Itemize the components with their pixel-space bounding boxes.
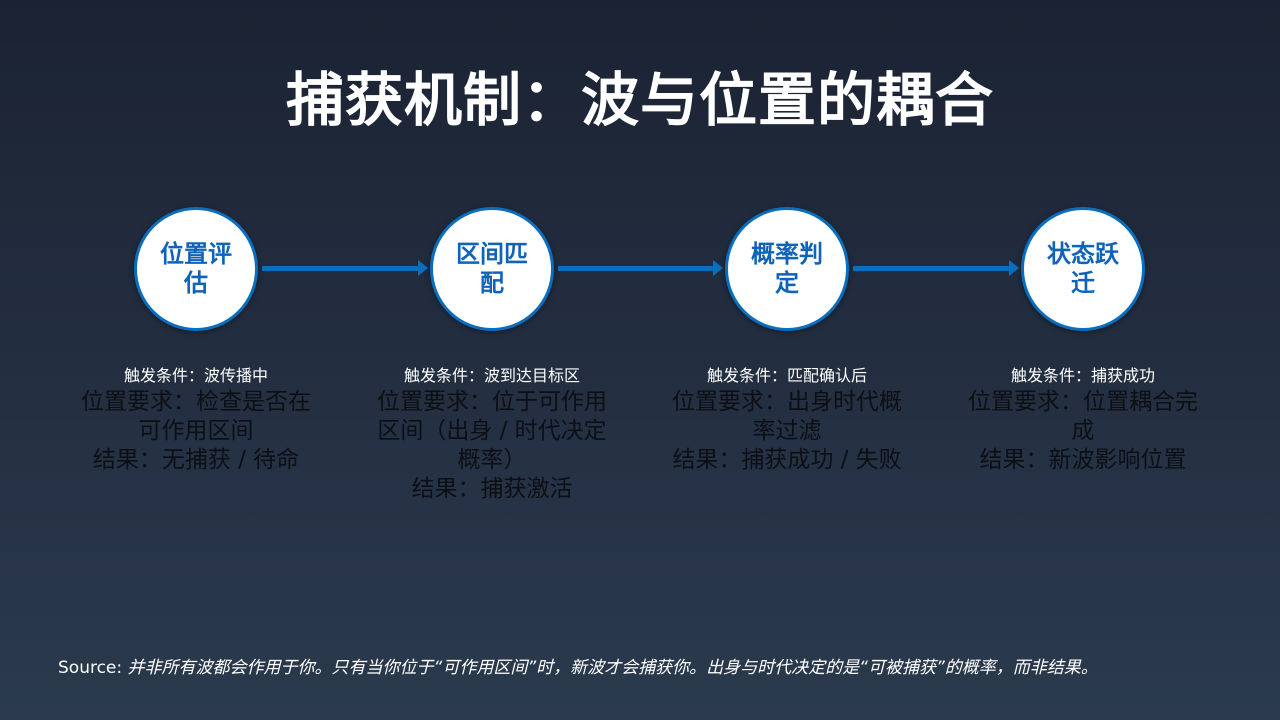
position-requirement: 位置要求：位于可作用区间（出身 / 时代决定概率） xyxy=(377,389,607,473)
step-description: 触发条件：波到达目标区 位置要求：位于可作用区间（出身 / 时代决定概率） 结果… xyxy=(367,364,617,504)
step-node-interval-match: 区间匹配 xyxy=(430,207,554,331)
trigger-condition: 触发条件：波传播中 xyxy=(123,366,268,385)
result: 结果：无捕获 / 待命 xyxy=(92,447,300,473)
trigger-condition: 触发条件：捕获成功 xyxy=(1010,366,1155,385)
arrow-right-icon xyxy=(262,260,428,276)
result: 结果：捕获激活 xyxy=(411,476,573,502)
step-description: 触发条件：捕获成功 位置要求：位置耦合完成 结果：新波影响位置 xyxy=(958,364,1208,475)
trigger-condition: 触发条件：波到达目标区 xyxy=(403,366,580,385)
step-node-position-evaluation: 位置评估 xyxy=(134,207,258,331)
source-note: Source: 并非所有波都会作用于你。只有当你位于“可作用区间”时，新波才会捕… xyxy=(58,656,1108,680)
step-node-probability-judgement: 概率判定 xyxy=(725,207,849,331)
step-description: 触发条件：匹配确认后 位置要求：出身时代概率过滤 结果：捕获成功 / 失败 xyxy=(662,364,912,475)
result: 结果：新波影响位置 xyxy=(979,447,1187,473)
step-label: 概率判定 xyxy=(751,240,823,297)
step-description: 触发条件：波传播中 位置要求：检查是否在可作用区间 结果：无捕获 / 待命 xyxy=(71,364,321,475)
step-label: 位置评估 xyxy=(160,240,232,297)
source-label: Source: xyxy=(58,658,128,678)
arrow-right-icon xyxy=(558,260,723,276)
step-label: 区间匹配 xyxy=(456,240,528,297)
arrow-right-icon xyxy=(853,260,1019,276)
step-node-state-transition: 状态跃迁 xyxy=(1021,207,1145,331)
result: 结果：捕获成功 / 失败 xyxy=(672,447,902,473)
step-label: 状态跃迁 xyxy=(1047,240,1119,297)
slide-title: 捕获机制：波与位置的耦合 xyxy=(285,66,994,134)
trigger-condition: 触发条件：匹配确认后 xyxy=(706,366,867,385)
source-text: 并非所有波都会作用于你。只有当你位于“可作用区间”时，新波才会捕获你。出身与时代… xyxy=(127,658,1098,678)
position-requirement: 位置要求：位置耦合完成 xyxy=(968,389,1198,444)
position-requirement: 位置要求：出身时代概率过滤 xyxy=(672,389,902,444)
position-requirement: 位置要求：检查是否在可作用区间 xyxy=(81,389,311,444)
